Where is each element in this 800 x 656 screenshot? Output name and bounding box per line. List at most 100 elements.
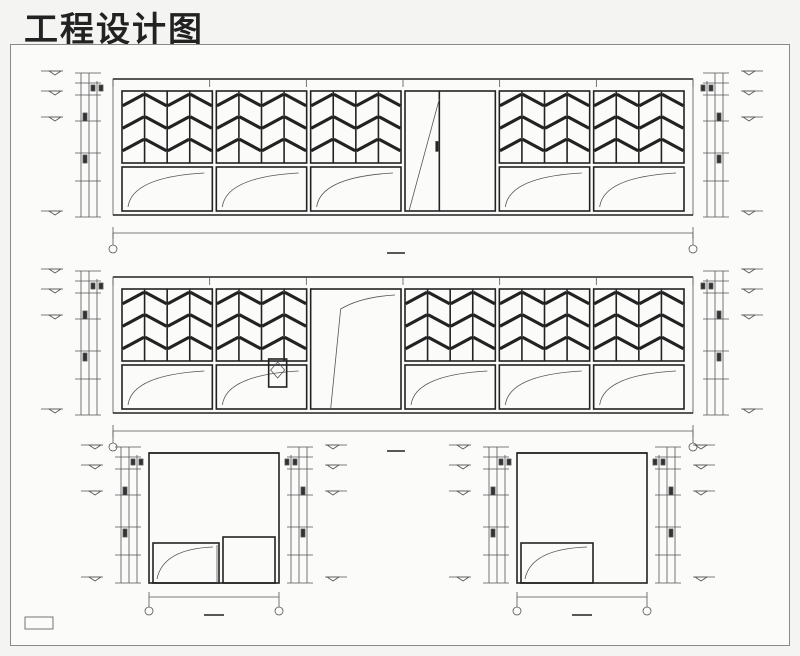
section-outline — [148, 452, 280, 584]
level-block — [490, 528, 496, 538]
elevation-1 — [41, 70, 763, 254]
chevron-bar — [566, 290, 590, 306]
chevron-bar — [238, 290, 262, 306]
sill-curve — [599, 172, 677, 208]
chevron-bar — [378, 92, 402, 108]
sill-curve — [410, 370, 488, 406]
chevron-bar — [661, 115, 685, 130]
level-block — [708, 84, 714, 92]
level-block — [300, 528, 306, 538]
chevron-bar — [283, 137, 307, 153]
chevron-bar — [216, 290, 240, 306]
axis-bubble — [512, 606, 522, 616]
chevron-bar — [661, 290, 685, 306]
chevron-bar — [661, 137, 685, 153]
chevron-bar — [378, 115, 402, 130]
chevron-bar — [261, 137, 285, 153]
chevron-bar — [261, 335, 285, 351]
level-block — [716, 154, 722, 164]
chevron-bar — [638, 290, 662, 306]
chevron-bar — [593, 92, 617, 108]
chevron-bar — [216, 137, 240, 153]
level-block — [138, 458, 144, 466]
chevron-bar — [310, 92, 334, 108]
small-cabinet — [267, 358, 288, 388]
chevron-bar — [616, 92, 640, 108]
level-block — [700, 84, 706, 92]
level-block — [652, 458, 658, 466]
level-block — [130, 458, 136, 466]
chevron-bar — [499, 92, 523, 108]
level-symbol — [87, 444, 103, 450]
chevron-bar — [449, 313, 473, 328]
section-opening — [222, 536, 276, 584]
chevron-bar — [166, 290, 190, 306]
level-block — [122, 528, 128, 538]
axis-bubble — [144, 606, 154, 616]
level-symbol — [47, 268, 63, 274]
axis-bubble — [642, 606, 652, 616]
chevron-bar — [544, 335, 568, 351]
level-symbol — [455, 576, 471, 582]
level-block — [490, 486, 496, 496]
chevron-bar — [166, 115, 190, 130]
chevron-bar — [166, 335, 190, 351]
chevron-bar — [616, 137, 640, 153]
level-symbol — [741, 408, 757, 414]
chevron-bar — [661, 335, 685, 351]
section-left — [81, 444, 347, 616]
chevron-bar — [616, 335, 640, 351]
sill-curve — [504, 172, 582, 208]
sill-curve — [524, 546, 588, 580]
chevron-bar — [593, 335, 617, 351]
chevron-bar — [616, 290, 640, 306]
level-symbol — [325, 576, 341, 582]
chevron-bar — [189, 115, 213, 130]
lower-panel — [215, 166, 308, 212]
chevron-bar — [404, 335, 428, 351]
level-block — [90, 84, 96, 92]
sill-curve — [221, 172, 299, 208]
chevron-bar — [144, 92, 168, 108]
level-block — [716, 112, 722, 122]
chevron-bar — [521, 335, 545, 351]
chevron-bar — [521, 115, 545, 130]
level-block — [506, 458, 512, 466]
level-symbol — [47, 116, 63, 122]
chevron-bar — [593, 137, 617, 153]
sill-curve — [127, 370, 205, 406]
chevron-bar — [544, 137, 568, 153]
level-symbol — [741, 70, 757, 76]
chevron-bar — [333, 137, 357, 153]
chevron-bar — [472, 290, 496, 306]
sill-curve — [127, 172, 205, 208]
chevron-bar — [499, 313, 523, 328]
level-block — [716, 310, 722, 320]
chevron-bar — [261, 313, 285, 328]
level-symbol — [47, 408, 63, 414]
level-block — [498, 458, 504, 466]
level-block — [708, 282, 714, 290]
level-symbol — [741, 288, 757, 294]
chevron-bar — [355, 115, 379, 130]
level-symbol — [693, 490, 709, 496]
level-symbol — [455, 490, 471, 496]
chevron-bar — [521, 137, 545, 153]
axis-bubble — [688, 244, 698, 254]
lower-panel — [592, 364, 685, 410]
level-symbol — [47, 288, 63, 294]
chevron-bar — [121, 335, 145, 351]
door-handle — [435, 141, 440, 152]
chevron-bar — [404, 290, 428, 306]
chevron-bar — [144, 137, 168, 153]
lower-panel — [309, 166, 402, 212]
axis-bubble — [274, 606, 284, 616]
section-opening — [520, 542, 594, 584]
chevron-bar — [261, 290, 285, 306]
level-symbol — [741, 116, 757, 122]
chevron-bar — [166, 313, 190, 328]
level-symbol — [455, 464, 471, 470]
chevron-bar — [310, 115, 334, 130]
chevron-bar — [616, 115, 640, 130]
chevron-bar — [566, 335, 590, 351]
